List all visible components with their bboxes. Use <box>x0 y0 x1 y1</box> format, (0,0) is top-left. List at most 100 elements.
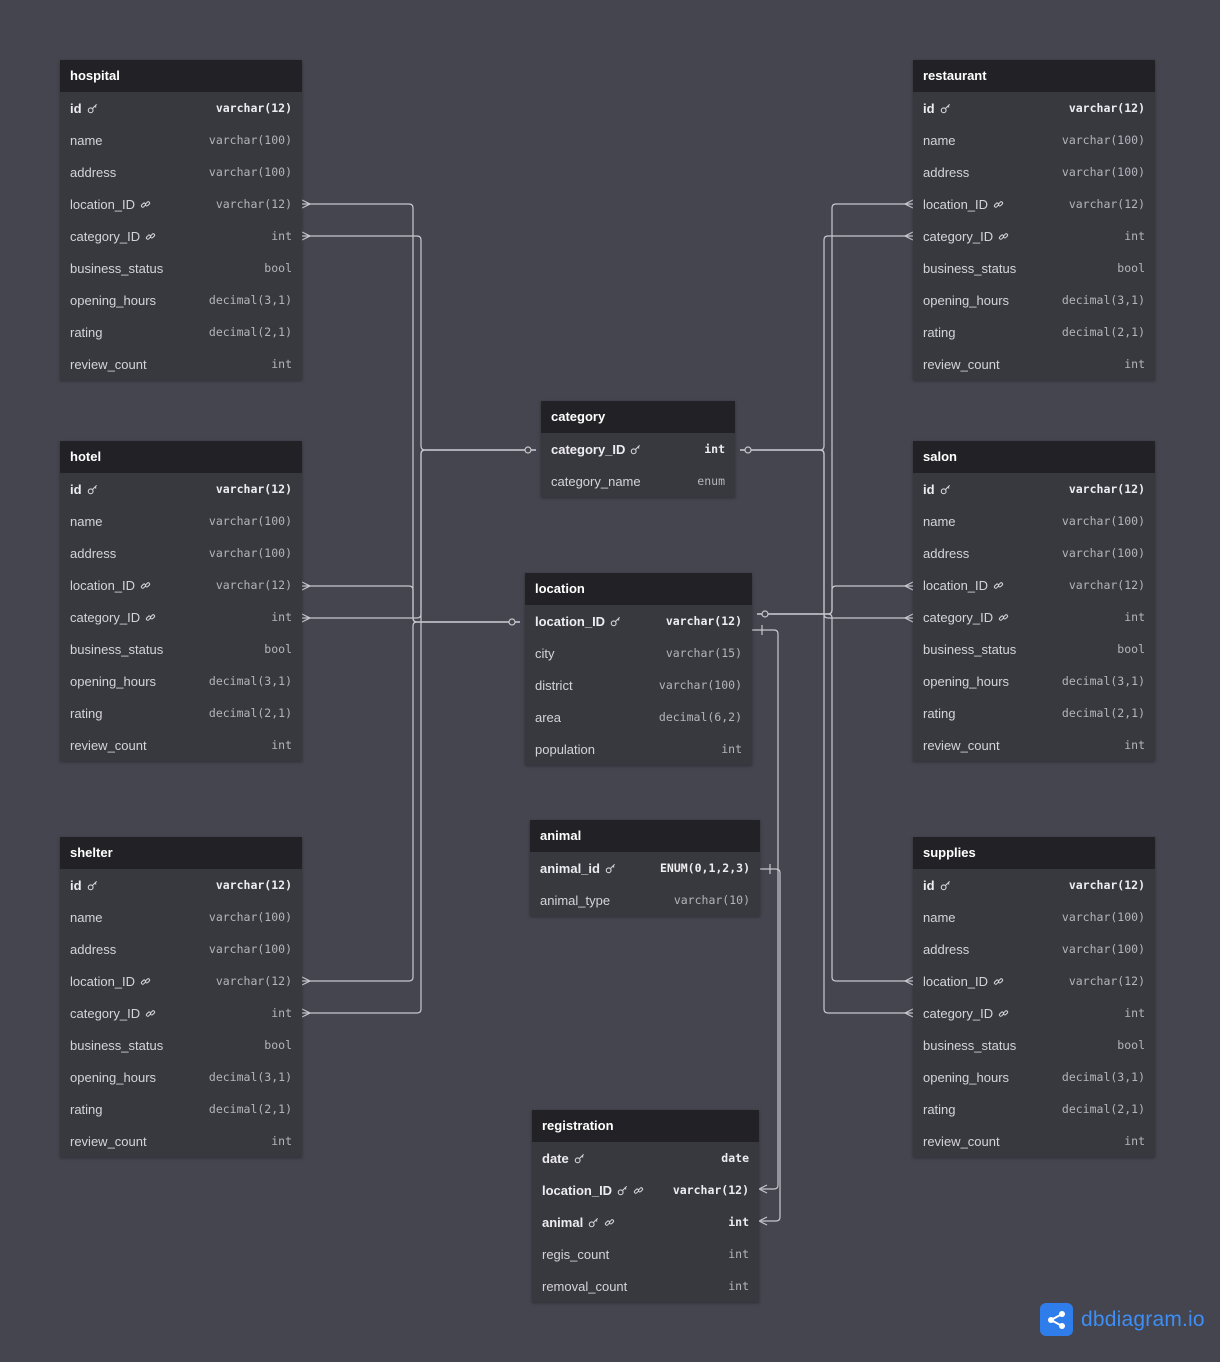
field-name-wrap: category_ID <box>923 1006 1009 1021</box>
brand-logo[interactable]: dbdiagram.io <box>1040 1303 1205 1336</box>
field-name: review_count <box>923 1133 1000 1149</box>
field-name-wrap: regis_count <box>542 1247 609 1262</box>
table-header[interactable]: shelter <box>60 837 302 869</box>
field-type: varchar(100) <box>208 546 292 560</box>
table-header[interactable]: supplies <box>913 837 1155 869</box>
field-name-wrap: location_ID <box>70 197 151 212</box>
table-header[interactable]: salon <box>913 441 1155 473</box>
field-name: location_ID <box>923 577 989 593</box>
table-header[interactable]: hospital <box>60 60 302 92</box>
table-header[interactable]: location <box>525 573 752 605</box>
table-header[interactable]: registration <box>532 1110 759 1142</box>
table-header[interactable]: hotel <box>60 441 302 473</box>
table-header[interactable]: animal <box>530 820 760 852</box>
registration-animal-line <box>759 868 781 1222</box>
shelter-location-line <box>302 621 520 982</box>
field-name-wrap: business_status <box>923 261 1016 276</box>
table-header[interactable]: restaurant <box>913 60 1155 92</box>
table-header[interactable]: category <box>541 401 735 433</box>
field-name-wrap: district <box>535 678 573 693</box>
